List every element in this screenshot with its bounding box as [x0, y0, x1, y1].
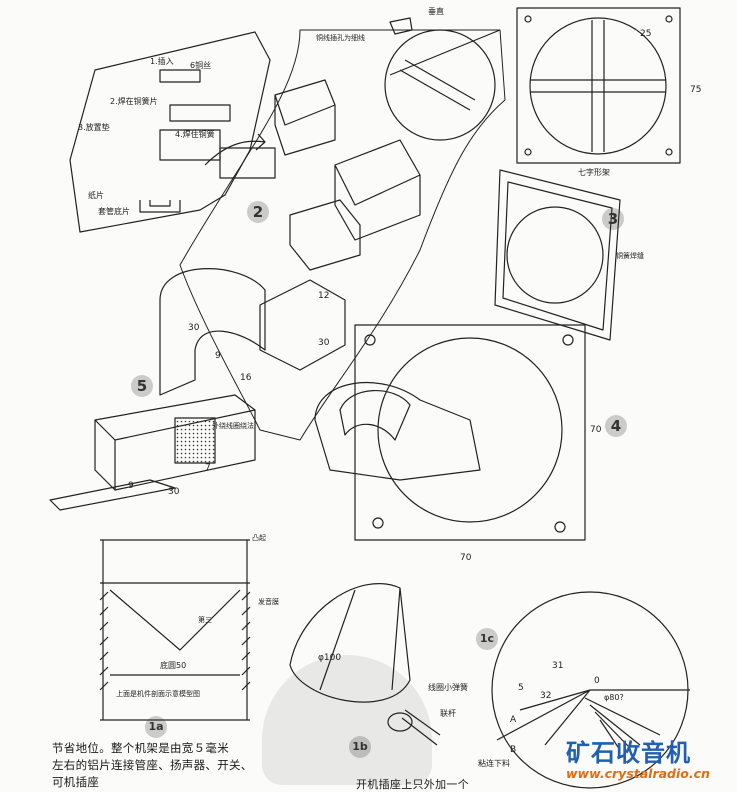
fig3-circle	[506, 206, 604, 304]
label-fig5: 外绕线圈绕法	[212, 421, 254, 430]
dim-80: φ80?	[604, 693, 624, 702]
box-a	[274, 79, 336, 156]
fig1c-hatch	[584, 697, 661, 751]
dim-A: A	[510, 715, 517, 725]
part3	[159, 129, 221, 161]
label-panel: 七字形架	[578, 167, 610, 177]
label-fig1a-top: 凸起	[252, 534, 266, 542]
body-line-4: 开机插座上只外加一个	[356, 778, 469, 791]
dim-30-a: 30	[188, 323, 200, 333]
top-circle-strap	[389, 29, 501, 111]
fig1a-cone	[109, 589, 241, 651]
figure-number-1a: 1a	[145, 716, 167, 738]
figure-number-5: 5	[131, 375, 153, 397]
fig2-channel	[139, 200, 181, 213]
fig1a-hatch	[99, 591, 251, 691]
body-line-2: 左右的铝片连接管座、扬声器、开关、	[52, 758, 253, 772]
label-step1b: 6铜丝	[190, 60, 211, 70]
label-top-tag: 垂直	[428, 6, 444, 16]
dim-100: φ100	[318, 653, 341, 663]
fig4-panel	[354, 324, 586, 541]
label-paper: 纸片	[88, 190, 104, 200]
site-logo-text: 矿石收音机	[566, 739, 691, 767]
label-fig3: 铜簧焊缝	[616, 251, 644, 260]
fig2-arrow	[204, 133, 266, 166]
dim-B: B	[510, 745, 516, 755]
label-top-note: 铜线插孔为细线	[316, 33, 365, 42]
box-c	[289, 199, 361, 271]
dim-12: 12	[318, 291, 329, 301]
u-magnet	[159, 268, 266, 396]
label-fig1a-caption: 上面是机件剖面示意模型图	[116, 689, 200, 698]
top-circle	[384, 29, 496, 141]
label-step3: 3.放置垫	[78, 122, 110, 132]
site-url: www.crystalradio.cn	[566, 766, 710, 781]
part1	[159, 69, 201, 83]
dim-32: 32	[540, 691, 551, 701]
fig3-panel	[494, 169, 621, 341]
dim-7: 7	[205, 463, 211, 473]
figure-number-1b: 1b	[349, 736, 371, 758]
paper-sheet	[179, 29, 506, 441]
fig5-strip	[49, 479, 176, 511]
fig2-panel-outline	[69, 31, 271, 233]
dim-9-a: 9	[215, 351, 221, 361]
fig1a-frame	[100, 539, 250, 721]
label-step4: 4.焊住铜簧	[175, 129, 215, 139]
label-fig1c: 粘连下料	[478, 758, 510, 768]
body-line-3: 可机插座	[52, 775, 100, 789]
label-fig1b-2: 联杆	[440, 708, 456, 718]
figure-number-3: 3	[602, 208, 624, 230]
dim-30-b: 30	[318, 338, 330, 348]
label-bottom-view: 套管底片	[98, 206, 130, 216]
fig4-magnet	[314, 381, 481, 481]
fig5-core	[174, 417, 216, 464]
cross-panel-cross	[530, 20, 666, 152]
fig1b-cone	[289, 583, 411, 703]
figure-number-4: 4	[605, 415, 627, 437]
fig1b-stick	[401, 709, 441, 746]
dim-5: 5	[518, 683, 524, 693]
dim-9-b: 9	[128, 481, 134, 491]
label-fig1b-1: 线圈小弹簧	[428, 682, 468, 692]
box-b	[334, 139, 421, 241]
part2	[169, 104, 231, 122]
fig1b-cone-edge	[319, 587, 401, 691]
cross-panel	[516, 7, 681, 164]
fig1b-cap	[387, 712, 413, 732]
dim-75: 75	[690, 85, 701, 95]
u-magnet-box	[259, 279, 346, 371]
label-fig1a-mid: 第三	[198, 615, 212, 624]
label-fig1a-right: 发音膜	[258, 597, 279, 606]
dim-25: 25	[640, 29, 651, 39]
dim-70-bottom: 70	[460, 553, 472, 563]
body-line-1: 节省地位。整个机架是由宽５毫米	[52, 741, 229, 755]
fig4-circle	[377, 337, 563, 523]
dim-16: 16	[240, 373, 252, 383]
cross-panel-circle	[529, 17, 667, 155]
label-step1: 1.插入	[150, 56, 174, 66]
body-text: 节省地位。整个机架是由宽５毫米 左右的铝片连接管座、扬声器、开关、 可机插座	[52, 740, 302, 791]
fig4-magnet-inner	[339, 390, 411, 441]
top-tab	[389, 17, 413, 35]
part4	[219, 147, 276, 179]
label-fig1a-bottom: 底圆50	[160, 660, 186, 670]
dim-31: 31	[552, 661, 563, 671]
dim-30-c: 30	[168, 487, 180, 497]
label-step2: 2.焊在铜簧片	[110, 96, 158, 106]
fig1c-lines	[496, 689, 690, 746]
fig3-inner	[502, 181, 613, 331]
dim-70-right: 70	[590, 425, 602, 435]
figure-number-1c: 1c	[476, 628, 498, 650]
dim-0: 0	[594, 676, 600, 686]
figure-number-2: 2	[247, 201, 269, 223]
